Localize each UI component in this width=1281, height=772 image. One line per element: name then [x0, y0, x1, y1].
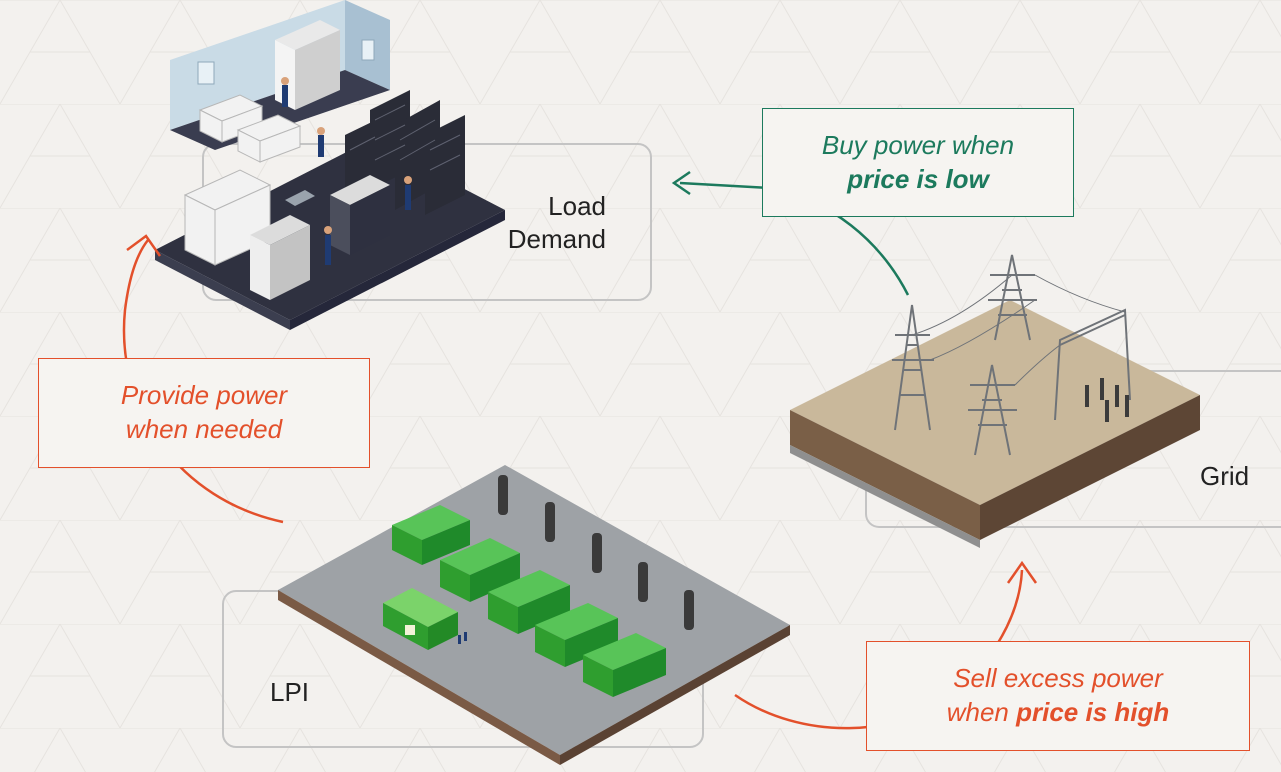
provide-callout-line2: when needed [125, 414, 283, 444]
buy-power-callout: Buy power when price is low [762, 108, 1074, 217]
load-label-line2: Demand [507, 223, 606, 254]
lpi-label: LPI [270, 677, 310, 707]
data-center-illustration [155, 0, 505, 330]
sell-power-callout: Sell excess power when price is high [866, 641, 1250, 751]
sell-callout-line2-prefix: when [946, 697, 1017, 727]
provide-power-callout: Provide power when needed [38, 358, 370, 468]
power-grid-illustration [790, 254, 1200, 548]
load-demand-label: Load Demand [496, 190, 606, 255]
buy-callout-line1: Buy power when [821, 129, 1015, 160]
generator-plant-illustration [278, 465, 790, 765]
sell-callout-line2-emph: price is high [1016, 697, 1170, 727]
provide-callout-line1: Provide power [120, 380, 288, 411]
buy-callout-line2: price is low [847, 163, 989, 194]
sell-callout-line1: Sell excess power [953, 663, 1163, 694]
load-label-line1: Load [548, 191, 606, 221]
grid-label: Grid [1200, 461, 1250, 491]
